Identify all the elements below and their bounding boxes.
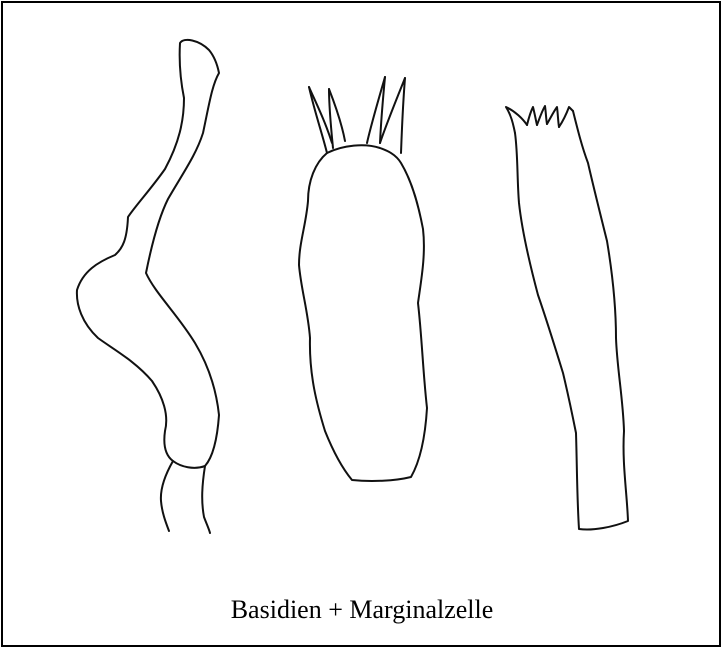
marginal-cell — [77, 40, 219, 533]
figure-caption: Basidien + Marginalzelle — [3, 594, 721, 626]
cell-drawing — [3, 3, 721, 588]
elongated-basidium — [506, 106, 628, 530]
basidium — [299, 77, 427, 481]
